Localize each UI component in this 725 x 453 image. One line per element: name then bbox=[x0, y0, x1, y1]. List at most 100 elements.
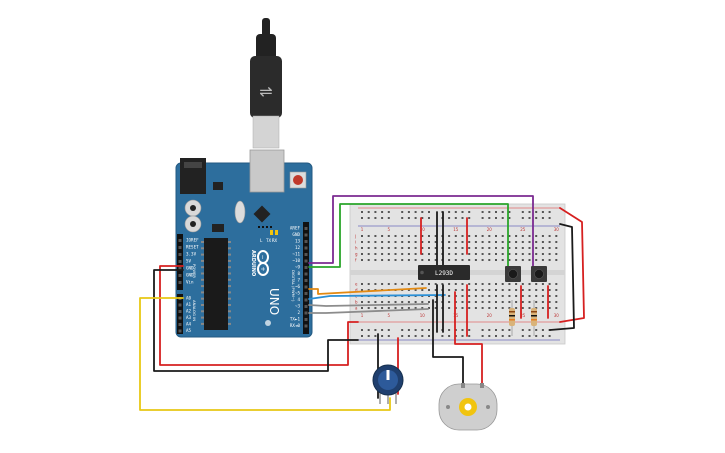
digital-pin[interactable] bbox=[304, 253, 308, 256]
analog-pin[interactable] bbox=[178, 316, 182, 320]
wire-blue[interactable] bbox=[308, 294, 446, 300]
power-pin[interactable] bbox=[178, 253, 182, 256]
led-label: L bbox=[260, 238, 263, 243]
analog-pin-label: A4 bbox=[186, 322, 192, 327]
digital-pin-label: ~5 bbox=[295, 291, 301, 296]
digital-pin[interactable] bbox=[304, 311, 308, 315]
digital-pin[interactable] bbox=[304, 233, 308, 237]
power-pin-label: GND bbox=[186, 273, 194, 278]
svg-text:−: − bbox=[259, 255, 266, 260]
digital-pin[interactable] bbox=[304, 246, 308, 250]
resistor-2[interactable] bbox=[531, 300, 537, 336]
digital-pin-label: AREF bbox=[290, 226, 301, 231]
digital-pin[interactable] bbox=[304, 298, 308, 302]
wire-red-rail[interactable] bbox=[559, 207, 585, 323]
digital-pin[interactable] bbox=[304, 279, 308, 282]
atmega-chip bbox=[204, 238, 228, 330]
digital-pin[interactable] bbox=[304, 305, 308, 308]
analog-pin[interactable] bbox=[178, 310, 182, 313]
digital-pin[interactable] bbox=[304, 259, 308, 263]
digital-pin[interactable] bbox=[304, 292, 308, 295]
analog-pin-label: A2 bbox=[186, 309, 192, 314]
push-button-1[interactable] bbox=[505, 266, 521, 282]
breadboard-column-number: 10 bbox=[420, 313, 426, 318]
digital-pin-label: TX►1 bbox=[290, 317, 301, 322]
breadboard-row-letter: d bbox=[355, 288, 358, 293]
breadboard-column-number: 30 bbox=[554, 227, 560, 232]
breadboard-row-letter: i bbox=[355, 240, 356, 245]
digital-pin-label: 7 bbox=[297, 278, 300, 283]
digital-header bbox=[303, 222, 309, 334]
wire-green[interactable] bbox=[308, 203, 509, 268]
analog-pin[interactable] bbox=[178, 323, 182, 326]
wire-gray-1[interactable] bbox=[308, 303, 429, 307]
digital-pin-label: ~3 bbox=[295, 304, 301, 309]
analog-pin-label: A1 bbox=[186, 302, 192, 307]
wires[interactable] bbox=[139, 195, 585, 411]
l293d-ic[interactable]: L293D bbox=[418, 265, 470, 280]
digital-pin[interactable] bbox=[304, 227, 308, 230]
digital-pin-label: 2 bbox=[297, 310, 300, 315]
breadboard-column-number: 5 bbox=[388, 227, 391, 232]
potentiometer[interactable] bbox=[372, 364, 404, 404]
wire-black-motor[interactable] bbox=[432, 299, 464, 387]
analog-pin[interactable] bbox=[178, 329, 182, 333]
wire-yellow-a0[interactable] bbox=[139, 297, 391, 411]
analog-pin-label: A0 bbox=[186, 296, 192, 301]
digital-pin[interactable] bbox=[304, 272, 308, 276]
wire-gray-2[interactable] bbox=[308, 308, 429, 314]
analog-pin-label: A5 bbox=[186, 328, 192, 333]
breadboard-column-number: 5 bbox=[388, 313, 391, 318]
usb-symbol-icon: ⇌ bbox=[259, 82, 272, 101]
resistor-1[interactable] bbox=[509, 300, 515, 336]
digital-pin-label: ~6 bbox=[295, 284, 301, 289]
power-pin-label: Vin bbox=[186, 280, 194, 285]
breadboard-row-letter: b bbox=[355, 300, 358, 305]
digital-pin[interactable] bbox=[304, 318, 308, 321]
breadboard-column-number: 20 bbox=[487, 227, 493, 232]
wire-black-rail[interactable] bbox=[549, 223, 575, 331]
power-pin[interactable] bbox=[178, 260, 182, 263]
svg-text:+: + bbox=[259, 267, 266, 272]
power-pin[interactable] bbox=[178, 274, 182, 277]
digital-label: DIGITAL (PWM~) bbox=[291, 270, 296, 302]
usb-cable[interactable]: ⇌ bbox=[250, 18, 282, 149]
breadboard-column-number: 30 bbox=[554, 313, 560, 318]
breadboard-row-letter: j bbox=[354, 234, 356, 239]
power-pin[interactable] bbox=[178, 281, 182, 284]
breadboard-row-letter: h bbox=[355, 246, 358, 251]
breadboard-column-number: 15 bbox=[453, 313, 459, 318]
ic-label: L293D bbox=[435, 270, 453, 277]
wire-purple[interactable] bbox=[308, 195, 534, 271]
crystal bbox=[234, 200, 246, 224]
breadboard-column-number: 1 bbox=[361, 313, 364, 318]
power-pin-label: GND bbox=[186, 266, 194, 271]
analog-header bbox=[177, 294, 183, 334]
power-pin-label: 5V bbox=[186, 259, 192, 264]
push-button-2[interactable] bbox=[531, 266, 547, 282]
wire-red-5v[interactable] bbox=[159, 265, 359, 366]
breadboard-column-number: 1 bbox=[361, 227, 364, 232]
wire-black-gnd[interactable] bbox=[153, 269, 359, 372]
digital-pin[interactable] bbox=[304, 240, 308, 243]
breadboard-column-number: 20 bbox=[487, 313, 493, 318]
wire-red-motor[interactable] bbox=[454, 291, 483, 387]
digital-pin[interactable] bbox=[304, 324, 308, 328]
reset-button-cap[interactable] bbox=[293, 175, 303, 185]
breadboard-row-letter: a bbox=[355, 306, 358, 311]
breadboard-row-letter: g bbox=[355, 252, 358, 257]
led-label: RX bbox=[272, 238, 278, 243]
analog-pin[interactable] bbox=[178, 303, 182, 307]
arduino-uno-board[interactable]: − + ARDUINO UNO POWER ANALOG IN DIGITAL … bbox=[175, 149, 313, 338]
digital-pin[interactable] bbox=[304, 266, 308, 269]
power-pin[interactable] bbox=[178, 267, 182, 270]
dc-motor[interactable] bbox=[438, 383, 498, 431]
digital-pin-label: 13 bbox=[295, 239, 301, 244]
arduino-logo: − + bbox=[257, 250, 269, 276]
power-pin[interactable] bbox=[178, 239, 182, 242]
analog-label: ANALOG IN bbox=[192, 300, 197, 321]
digital-pin[interactable] bbox=[304, 285, 308, 289]
power-pin[interactable] bbox=[178, 246, 182, 249]
wire-orange[interactable] bbox=[308, 287, 427, 295]
power-label: POWER bbox=[192, 264, 197, 278]
